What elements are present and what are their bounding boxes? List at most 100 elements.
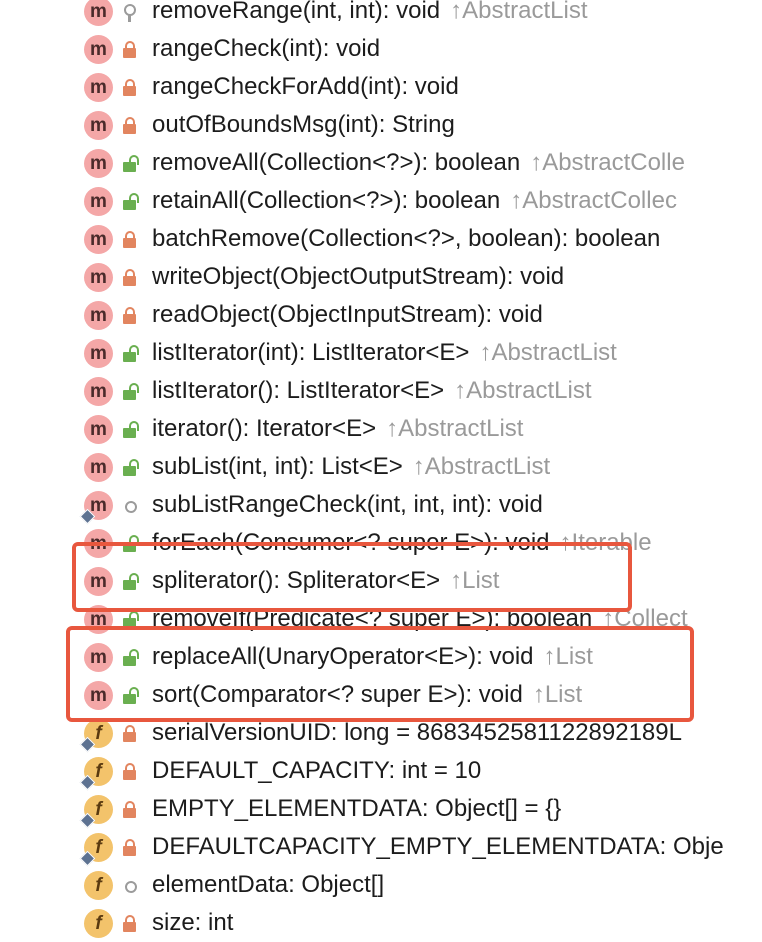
method-row[interactable]: m writeObject(ObjectOutputStream): void xyxy=(0,258,762,296)
method-row[interactable]: m rangeCheckForAdd(int): void xyxy=(0,68,762,106)
method-icon: m xyxy=(84,225,113,254)
method-row[interactable]: m readObject(ObjectInputStream): void xyxy=(0,296,762,334)
method-icon: m xyxy=(84,339,113,368)
member-signature: sort(Comparator<? super E>): void ↑List xyxy=(152,681,582,709)
member-signature-text: serialVersionUID: long = 868345258112289… xyxy=(152,719,682,746)
public-unlock-icon xyxy=(122,345,139,363)
inherited-from-label: ↑AbstractColle xyxy=(530,149,685,176)
member-signature: listIterator(int): ListIterator<E>↑Abstr… xyxy=(152,339,617,367)
method-icon: m xyxy=(84,111,113,140)
public-unlock-icon xyxy=(122,535,139,553)
method-icon: m xyxy=(84,0,113,26)
member-signature-text: rangeCheckForAdd(int): void xyxy=(152,73,459,100)
inherited-from-label: ↑AbstractCollec xyxy=(510,187,677,214)
method-row[interactable]: m listIterator(int): ListIterator<E>↑Abst… xyxy=(0,334,762,372)
inherited-from-label: ↑List xyxy=(543,643,593,670)
method-icon: m xyxy=(84,415,113,444)
method-icon: m xyxy=(84,263,113,292)
member-signature-text: outOfBoundsMsg(int): String xyxy=(152,111,455,138)
member-signature: rangeCheck(int): void xyxy=(152,35,380,63)
method-row[interactable]: m sort(Comparator<? super E>): void ↑List xyxy=(0,676,762,714)
method-icon: m xyxy=(84,301,113,330)
member-signature-text: removeAll(Collection<?>): boolean xyxy=(152,149,521,176)
member-signature: elementData: Object[] xyxy=(152,871,384,899)
method-icon: m xyxy=(84,681,113,710)
member-signature: rangeCheckForAdd(int): void xyxy=(152,73,459,101)
member-signature-text: subList(int, int): List<E> xyxy=(152,453,403,480)
method-icon: m xyxy=(84,187,113,216)
method-row[interactable]: m outOfBoundsMsg(int): String xyxy=(0,106,762,144)
inherited-from-label: ↑Collect xyxy=(602,605,688,632)
member-signature-text: forEach(Consumer<? super E>): void xyxy=(152,529,550,556)
field-row[interactable]: f size: int xyxy=(0,904,762,942)
member-signature: outOfBoundsMsg(int): String xyxy=(152,111,455,139)
method-icon: m xyxy=(84,453,113,482)
public-unlock-icon xyxy=(122,421,139,439)
public-unlock-icon xyxy=(122,649,139,667)
field-icon: f xyxy=(84,909,113,938)
private-lock-icon xyxy=(122,915,138,933)
member-signature: batchRemove(Collection<?>, boolean): boo… xyxy=(152,225,660,253)
public-unlock-icon xyxy=(122,687,139,705)
public-unlock-icon xyxy=(122,193,139,211)
method-row[interactable]: m iterator(): Iterator<E> ↑AbstractList xyxy=(0,410,762,448)
member-signature-text: readObject(ObjectInputStream): void xyxy=(152,301,543,328)
member-signature-text: iterator(): Iterator<E> xyxy=(152,415,377,442)
public-unlock-icon xyxy=(122,155,139,173)
method-row[interactable]: m rangeCheck(int): void xyxy=(0,30,762,68)
public-unlock-icon xyxy=(122,573,139,591)
member-signature-text: DEFAULT_CAPACITY: int = 10 xyxy=(152,757,482,784)
method-icon: m xyxy=(84,35,113,64)
public-unlock-icon xyxy=(122,383,139,401)
member-signature-text: size: int xyxy=(152,909,234,936)
inherited-from-label: ↑List xyxy=(532,681,583,708)
private-lock-icon xyxy=(122,725,138,743)
member-signature: DEFAULT_CAPACITY: int = 10 xyxy=(152,757,481,785)
member-signature-text: listIterator(int): ListIterator<E> xyxy=(152,339,470,366)
member-signature-text: sort(Comparator<? super E>): void xyxy=(152,681,523,708)
inherited-from-label: ↑List xyxy=(450,567,500,594)
member-signature: size: int xyxy=(152,909,233,937)
protected-key-icon xyxy=(122,3,138,22)
member-signature-text: subListRangeCheck(int, int, int): void xyxy=(152,491,543,518)
method-row[interactable]: m subList(int, int): List<E> ↑AbstractList xyxy=(0,448,762,486)
inherited-from-label: ↑AbstractList xyxy=(454,377,592,404)
inherited-from-label: ↑AbstractList xyxy=(386,415,524,442)
method-icon: m xyxy=(84,73,113,102)
member-signature: iterator(): Iterator<E> ↑AbstractList xyxy=(152,415,523,443)
private-lock-icon xyxy=(122,801,138,819)
member-signature: subListRangeCheck(int, int, int): void xyxy=(152,491,543,519)
private-lock-icon xyxy=(122,117,138,135)
method-row[interactable]: m removeIf(Predicate<? super E>): boolean… xyxy=(0,600,762,638)
member-signature-text: writeObject(ObjectOutputStream): void xyxy=(152,263,565,290)
private-lock-icon xyxy=(122,269,138,287)
member-signature: serialVersionUID: long = 868345258112289… xyxy=(152,719,682,747)
member-signature: subList(int, int): List<E> ↑AbstractList xyxy=(152,453,550,481)
method-icon: m xyxy=(84,605,113,634)
private-lock-icon xyxy=(122,79,138,97)
private-lock-icon xyxy=(122,41,138,59)
method-row[interactable]: m batchRemove(Collection<?>, boolean): bo… xyxy=(0,220,762,258)
inherited-from-label: ↑AbstractList xyxy=(412,453,551,480)
package-private-icon xyxy=(122,497,138,515)
member-signature: removeIf(Predicate<? super E>): boolean↑… xyxy=(152,605,688,633)
member-signature-text: spliterator(): Spliterator<E> xyxy=(152,567,441,594)
member-signature: spliterator(): Spliterator<E> ↑List xyxy=(152,567,499,595)
public-unlock-icon xyxy=(122,459,139,477)
private-lock-icon xyxy=(122,307,138,325)
member-signature: readObject(ObjectInputStream): void xyxy=(152,301,543,329)
